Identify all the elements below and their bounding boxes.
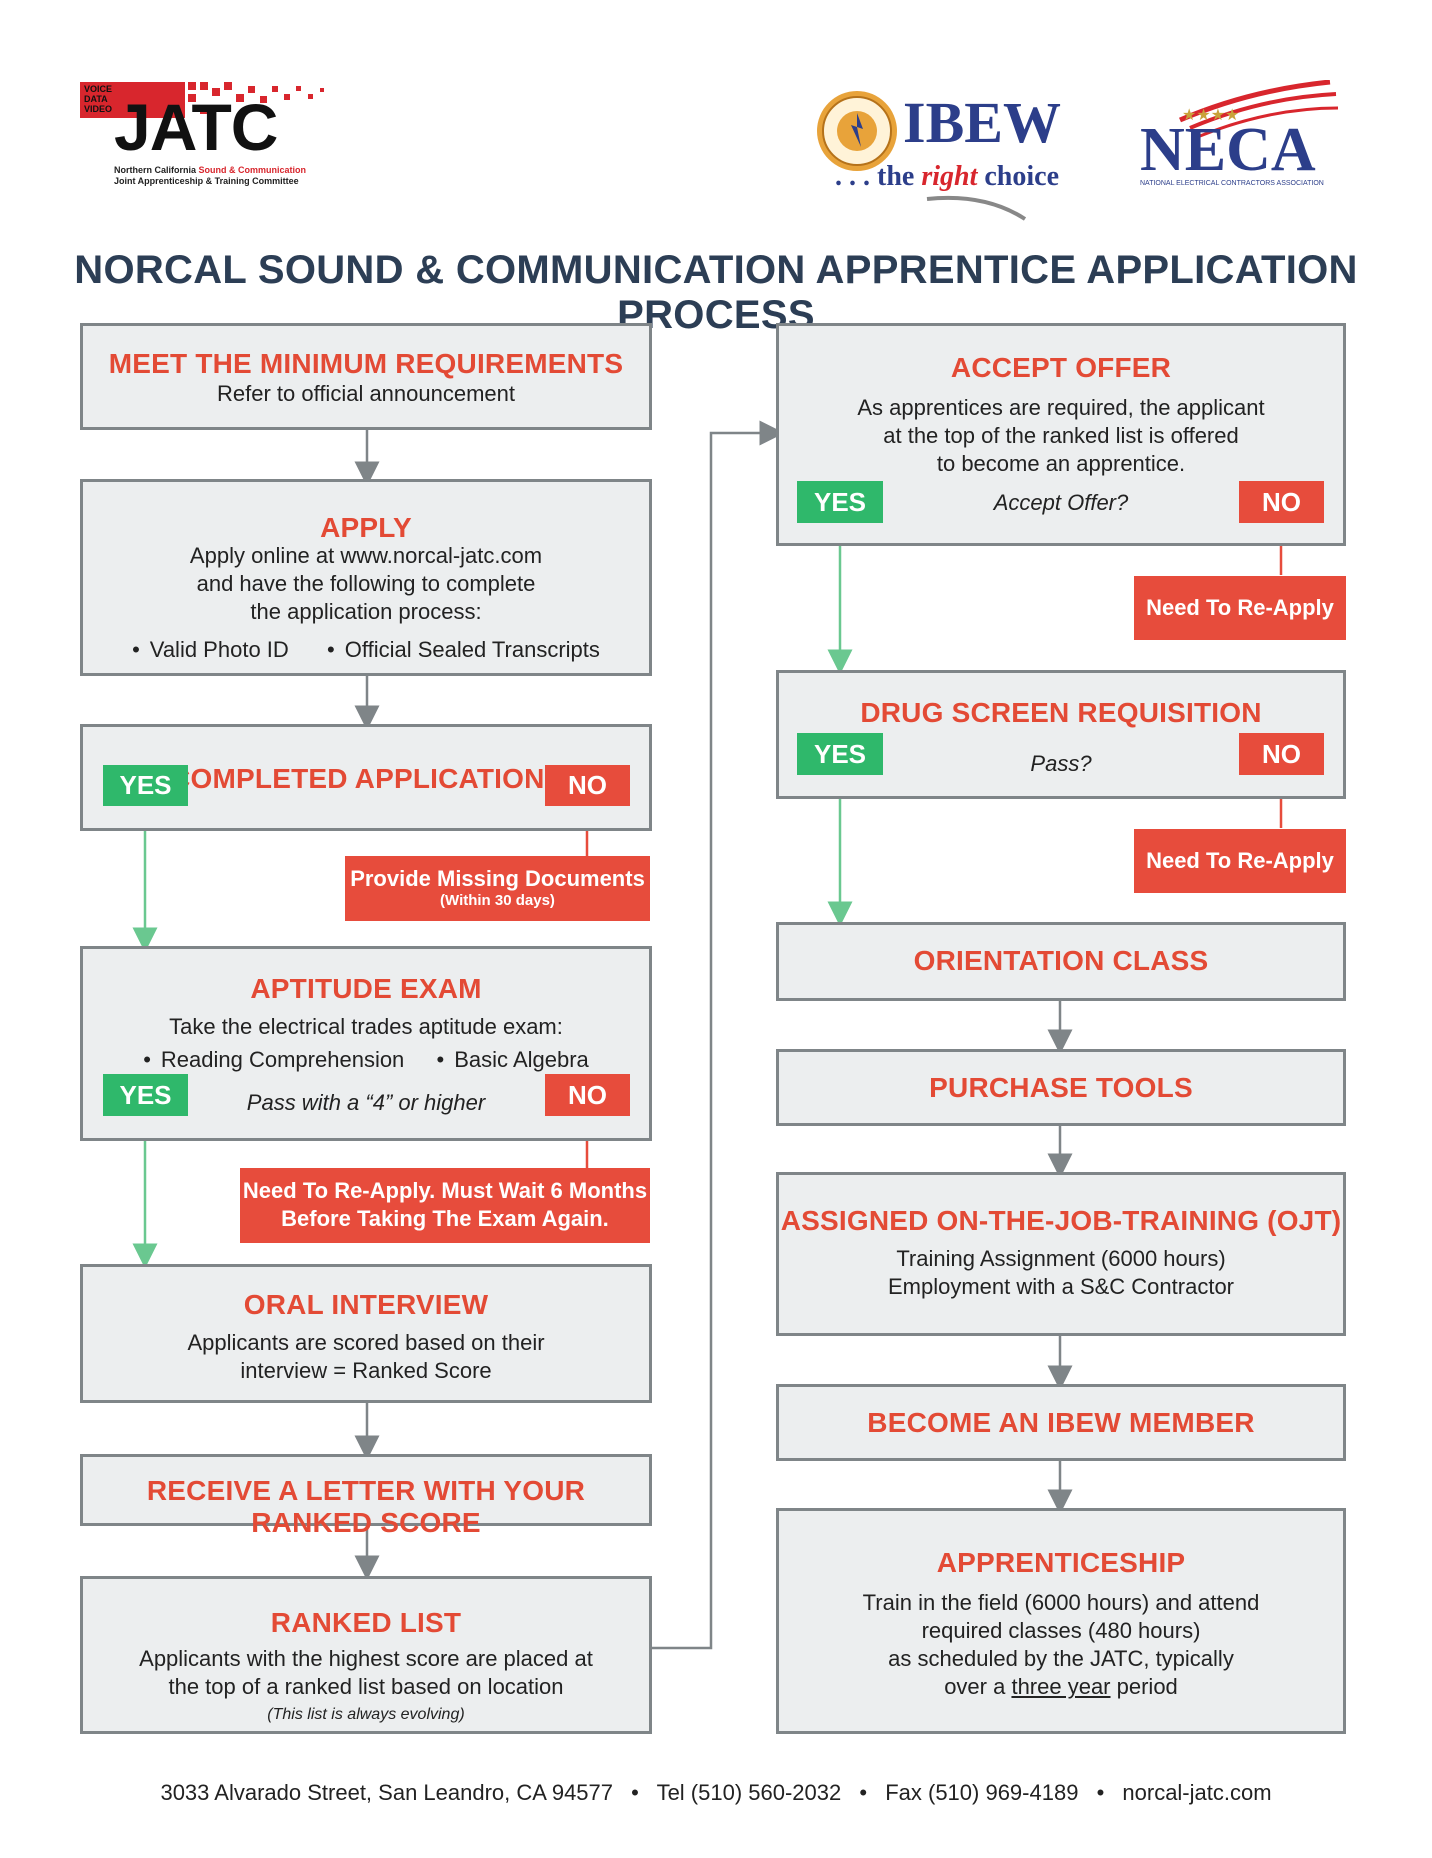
aptitude-exam-title: APTITUDE EXAM [250, 973, 482, 1004]
jatc-wordmark: JATC [114, 90, 278, 164]
ibew-wordmark: IBEW [903, 90, 1061, 155]
aptitude-exam-bullets: Reading Comprehension Basic Algebra [83, 1046, 649, 1074]
apply-box: APPLY Apply online at www.norcal-jatc.co… [80, 479, 652, 676]
apply-bullet-photo-id: Valid Photo ID [132, 637, 289, 662]
exam-no-badge: NO [545, 1074, 630, 1116]
accept-offer-title: ACCEPT OFFER [950, 352, 1172, 383]
oral-interview-box: ORAL INTERVIEW Applicants are scored bas… [80, 1264, 652, 1403]
accept-offer-line-2: at the top of the ranked list is offered [883, 423, 1239, 448]
exam-bullet-algebra: Basic Algebra [437, 1047, 589, 1072]
neca-flag-icon: ★★★★ [1179, 80, 1339, 138]
apprenticeship-line-2: required classes (480 hours) [921, 1618, 1201, 1643]
aptitude-exam-line: Take the electrical trades aptitude exam… [169, 1014, 563, 1039]
min-requirements-box: MEET THE MINIMUM REQUIREMENTS Refer to o… [80, 323, 652, 430]
drug-screen-question: Pass? [1030, 751, 1092, 776]
ibew-member-title: BECOME AN IBEW MEMBER [867, 1407, 1255, 1438]
neca-logo: ★★★★ NECA NATIONAL ELECTRICAL CONTRACTOR… [1140, 80, 1340, 200]
min-requirements-text: Refer to official announcement [217, 381, 515, 406]
apprenticeship-line-3: as scheduled by the JATC, typically [888, 1646, 1234, 1671]
offer-no-badge: NO [1239, 481, 1324, 523]
accept-offer-question: Accept Offer? [993, 490, 1129, 515]
ojt-box: ASSIGNED ON-THE-JOB-TRAINING (OJT) Train… [776, 1172, 1346, 1336]
exam-bullet-reading: Reading Comprehension [143, 1047, 404, 1072]
ranked-list-line-1: Applicants with the highest score are pl… [139, 1646, 593, 1671]
reapply-offer-box: Need To Re-Apply [1134, 576, 1346, 640]
ranked-letter-title: RECEIVE A LETTER WITH YOUR RANKED SCORE [146, 1475, 586, 1538]
ranked-list-note: (This list is always evolving) [267, 1706, 465, 1723]
ibew-member-box: BECOME AN IBEW MEMBER [776, 1384, 1346, 1461]
ranked-list-box: RANKED LIST Applicants with the highest … [80, 1576, 652, 1734]
missing-documents-box: Provide Missing Documents (Within 30 day… [345, 856, 650, 921]
completed-no-badge: NO [545, 765, 630, 806]
reapply-drug-box: Need To Re-Apply [1134, 829, 1346, 893]
drug-screen-title: DRUG SCREEN REQUISITION [860, 697, 1262, 728]
jatc-logo: VOICE DATA VIDEO JATC Northern Californi… [80, 80, 340, 190]
apprenticeship-line-1: Train in the field (6000 hours) and atte… [862, 1590, 1260, 1615]
accept-offer-line-3: to become an apprentice. [936, 451, 1186, 476]
footer-tel: Tel (510) 560-2032 [656, 1780, 842, 1805]
min-requirements-title: MEET THE MINIMUM REQUIREMENTS [108, 348, 624, 379]
footer-website-link[interactable]: norcal-jatc.com [1122, 1780, 1272, 1805]
oral-interview-line-2: interview = Ranked Score [240, 1358, 492, 1383]
ojt-title: ASSIGNED ON-THE-JOB-TRAINING (OJT) [780, 1205, 1342, 1236]
drug-no-badge: NO [1239, 733, 1324, 775]
footer-fax: Fax (510) 969-4189 [885, 1780, 1079, 1805]
jatc-tag-lines: VOICE DATA VIDEO [84, 84, 113, 114]
apply-line-3: the application process: [250, 599, 482, 624]
footer-address: 3033 Alvarado Street, San Leandro, CA 94… [160, 1780, 614, 1805]
ojt-line-1: Training Assignment (6000 hours) [896, 1246, 1226, 1271]
ibew-tagline: . . . the right choice [835, 161, 1059, 192]
exam-fail-line-2: Before Taking The Exam Again. [281, 1206, 609, 1231]
apply-title: APPLY [320, 512, 412, 543]
completed-yes-badge: YES [103, 765, 188, 806]
aptitude-exam-question: Pass with a “4” or higher [246, 1090, 486, 1115]
ibew-seal-icon [817, 91, 897, 171]
apprenticeship-box: APPRENTICESHIP Train in the field (6000 … [776, 1508, 1346, 1734]
apply-line-2: and have the following to complete [196, 571, 536, 596]
purchase-tools-title: PURCHASE TOOLS [929, 1072, 1193, 1103]
jatc-pixel-graphic [80, 82, 324, 118]
exam-fail-line-1: Need To Re-Apply. Must Wait 6 Months [242, 1178, 648, 1203]
purchase-tools-box: PURCHASE TOOLS [776, 1049, 1346, 1126]
missing-documents-sub: (Within 30 days) [440, 892, 555, 909]
orientation-box: ORIENTATION CLASS [776, 922, 1346, 1001]
ojt-line-2: Employment with a S&C Contractor [887, 1274, 1235, 1299]
drug-yes-badge: YES [797, 733, 883, 775]
apply-bullet-transcripts: Official Sealed Transcripts [327, 637, 600, 662]
apprenticeship-title: APPRENTICESHIP [936, 1547, 1186, 1578]
orientation-title: ORIENTATION CLASS [913, 945, 1209, 976]
apply-bullets: Valid Photo ID Official Sealed Transcrip… [83, 636, 649, 664]
oral-interview-line-1: Applicants are scored based on their [187, 1330, 545, 1355]
exam-yes-badge: YES [103, 1074, 188, 1116]
oral-interview-title: ORAL INTERVIEW [243, 1289, 489, 1320]
ibew-logo: IBEW . . . the right choice [815, 85, 1105, 225]
ranked-letter-box: RECEIVE A LETTER WITH YOUR RANKED SCORE [80, 1454, 652, 1538]
exam-fail-box: Need To Re-Apply. Must Wait 6 Months Bef… [240, 1168, 650, 1243]
apprenticeship-line-4: over a three year period [944, 1674, 1178, 1699]
jatc-subtitle: Northern California Sound & Communicatio… [114, 165, 307, 186]
svg-text:★★★★: ★★★★ [1182, 107, 1239, 124]
completed-application-title: COMPLETED APPLICATION? [170, 763, 562, 794]
ranked-list-line-2: the top of a ranked list based on locati… [168, 1674, 564, 1699]
neca-wordmark: NECA [1140, 116, 1316, 184]
ibew-swoosh [926, 195, 1027, 221]
footer: 3033 Alvarado Street, San Leandro, CA 94… [160, 1780, 1272, 1805]
apply-line-1: Apply online at www.norcal-jatc.com [189, 543, 543, 568]
neca-subtitle: NATIONAL ELECTRICAL CONTRACTORS ASSOCIAT… [1140, 180, 1324, 187]
missing-documents-title: Provide Missing Documents [350, 866, 645, 891]
offer-yes-badge: YES [797, 481, 883, 523]
ranked-list-title: RANKED LIST [270, 1607, 462, 1638]
accept-offer-line-1: As apprentices are required, the applica… [857, 395, 1265, 420]
